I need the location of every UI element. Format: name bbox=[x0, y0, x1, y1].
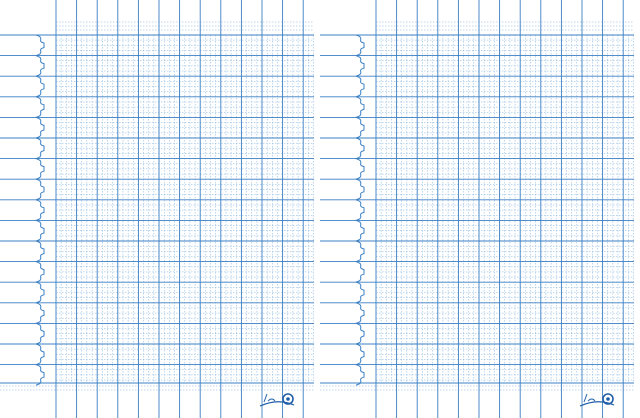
brand-logo-ring bbox=[602, 393, 614, 405]
left-page bbox=[0, 0, 314, 418]
brand-logo-script bbox=[583, 393, 596, 403]
brand-logo-icon bbox=[579, 401, 615, 407]
brand-logo-script bbox=[263, 393, 276, 403]
brand-logo-dot bbox=[286, 397, 290, 401]
brand-logo-icon bbox=[259, 401, 295, 407]
brand-logo-ring bbox=[282, 393, 294, 405]
right-page bbox=[320, 0, 634, 418]
margin-binding-curve bbox=[354, 34, 365, 386]
brand-logo-dot bbox=[606, 397, 610, 401]
margin-binding-curve bbox=[34, 34, 45, 386]
